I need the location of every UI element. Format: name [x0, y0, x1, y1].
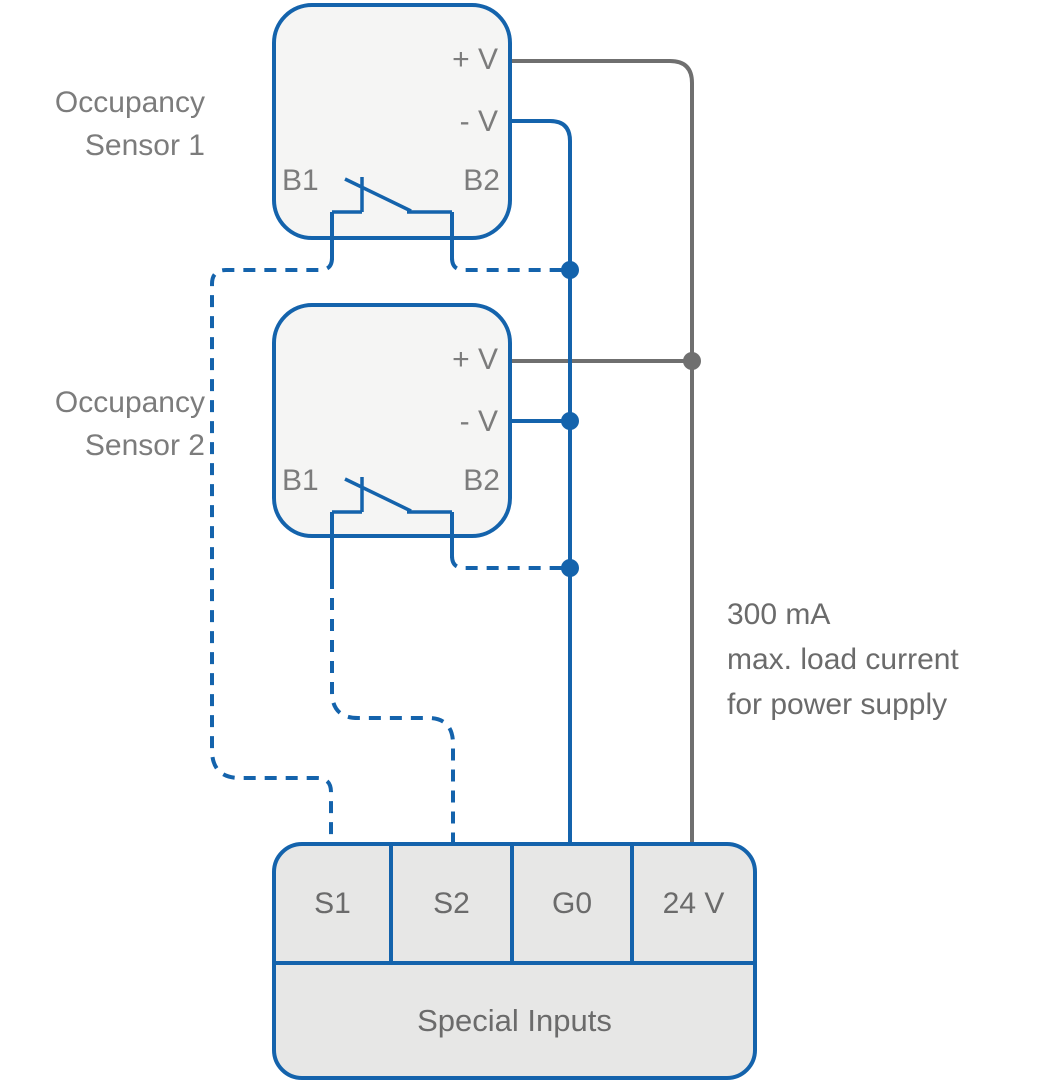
- sensor1-b2-pin-label: B2: [463, 164, 500, 197]
- terminal-24v: 24 V: [662, 886, 725, 920]
- terminal-row: S1 S2 G0 24 V: [276, 846, 753, 965]
- sensor1-plus-v-to-24v-wire: [512, 59, 694, 842]
- junction-dot-minus-v-sensor2: [561, 412, 579, 430]
- note-line2: max. load current: [727, 643, 959, 676]
- sensor2-plus-v-pin-label: + V: [452, 343, 498, 376]
- sensor1-minus-v-to-g0-wire: [512, 119, 572, 842]
- terminal-g0: G0: [514, 846, 634, 961]
- sensor2-b2-pin-label: B2: [463, 464, 500, 497]
- junction-dot-b2-g0-sensor2: [561, 559, 579, 577]
- sensor1-title: Occupancy Sensor 1: [55, 81, 205, 167]
- occupancy-sensor-2-box: + V - V B1 B2: [272, 303, 512, 538]
- sensor2-b1-to-s2-wire: [330, 577, 455, 842]
- sensor1-b1-pin-label: B1: [282, 164, 319, 197]
- note-line1: 300 mA: [727, 598, 831, 631]
- terminal-block-caption: Special Inputs: [417, 1002, 612, 1038]
- junction-dot-b2-g0-sensor1: [561, 261, 579, 279]
- junction-dot-plus-v-sensor2: [683, 352, 701, 370]
- occupancy-sensor-1-box: + V - V B1 B2: [272, 3, 512, 240]
- sensor1-plus-v-pin-label: + V: [452, 43, 498, 76]
- sensor1-minus-v-pin-label: - V: [459, 105, 498, 138]
- sensor2-minus-v-pin-label: - V: [459, 405, 498, 438]
- power-supply-note: 300 mA max. load current for power suppl…: [727, 592, 959, 727]
- sensor1-b2-to-g0-wire: [450, 257, 566, 272]
- terminal-s1: S1: [276, 846, 393, 961]
- sensor1-title-line1: Occupancy: [54, 86, 205, 119]
- sensor2-b1-pin-label: B1: [282, 464, 319, 497]
- sensor2-b2-to-g0-wire: [450, 555, 566, 570]
- sensor2-title: Occupancy Sensor 2: [55, 381, 205, 467]
- terminal-s2: S2: [393, 846, 514, 961]
- sensor1-title-line2: Sensor 1: [84, 129, 205, 162]
- sensor2-title-line2: Sensor 2: [84, 429, 205, 462]
- special-inputs-terminal-block: S1 S2 G0 24 V Special Inputs: [272, 842, 757, 1080]
- sensor2-title-line1: Occupancy: [54, 386, 205, 419]
- note-line3: for power supply: [727, 688, 948, 721]
